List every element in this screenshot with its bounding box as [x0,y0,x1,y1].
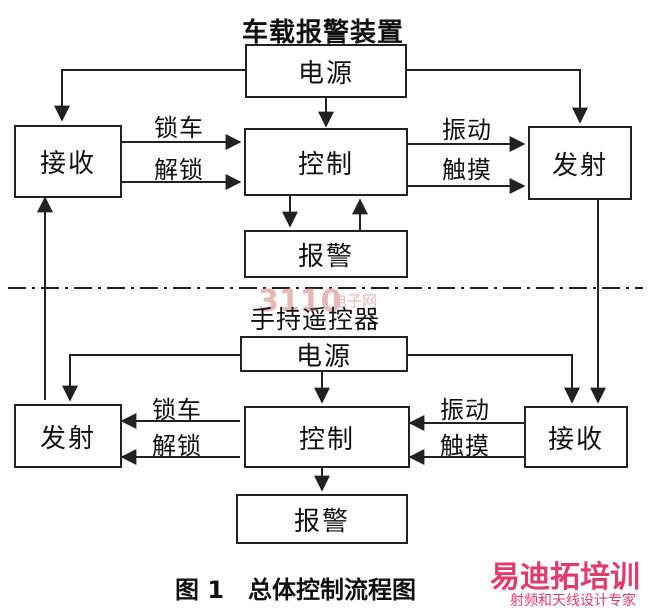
bottom-control-box: 控制 [244,406,410,468]
top-unlock-label: 解锁 [154,156,204,184]
top-lock-label: 锁车 [154,114,204,142]
bottom-receive-box: 接收 [524,406,628,468]
top-touch-label: 触摸 [442,156,492,184]
top-power-box: 电源 [245,44,407,98]
arrow-power-to-bottom-receive [408,354,580,404]
top-section-title: 车载报警装置 [242,18,405,48]
bottom-transmit-label: 发射 [39,423,96,454]
top-vibration-label: 振动 [442,116,492,144]
bottom-touch-label: 触摸 [440,432,490,460]
top-receive-label: 接收 [39,149,96,179]
top-power-label: 电源 [297,58,354,89]
top-alarm-box: 报警 [244,230,408,278]
bottom-section-title: 手持遥控器 [250,305,381,334]
top-transmit-label: 发射 [551,150,608,181]
top-transmit-box: 发射 [528,126,632,200]
bottom-unlock-label: 解锁 [152,432,202,460]
arrow-power-to-receive [54,69,245,122]
top-alarm-label: 报警 [297,241,354,272]
bottom-receive-label: 接收 [547,424,604,455]
bottom-power-box: 电源 [240,336,408,372]
watermark-text: 3110 [258,284,342,319]
site-logo: 易迪拓培训 [490,560,640,595]
bottom-vibration-label: 振动 [440,396,490,424]
bottom-alarm-box: 报警 [236,494,408,544]
bottom-control-label: 控制 [298,424,355,455]
top-receive-box: 接收 [14,125,122,198]
bottom-lock-label: 锁车 [152,396,202,424]
watermark-subtext: 电子网 [332,292,378,310]
site-logo-tagline: 射频和天线设计专家 [510,593,636,609]
figure-caption: 图 1 总体控制流程图 [175,576,417,604]
top-control-label: 控制 [297,149,354,180]
bottom-power-label: 电源 [295,341,352,372]
bottom-alarm-label: 报警 [293,506,350,537]
arrow-power-to-bottom-transmit [62,354,240,402]
arrow-power-to-transmit [407,69,588,124]
bottom-transmit-box: 发射 [14,404,122,468]
top-control-box: 控制 [244,128,408,196]
